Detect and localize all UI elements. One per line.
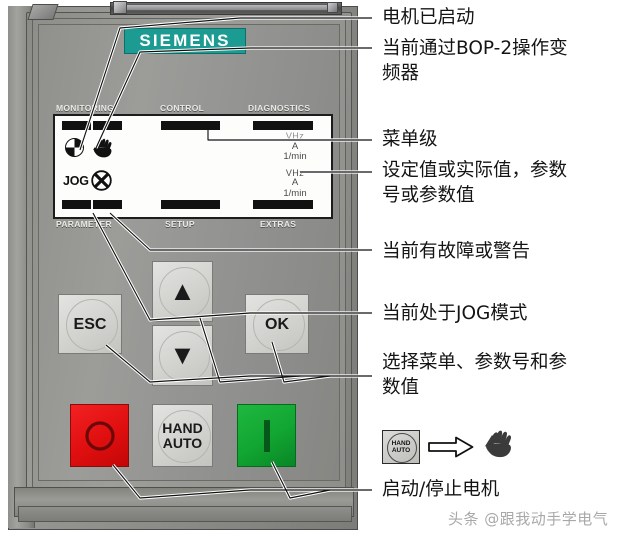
legend-hand-auto-ring (387, 433, 417, 463)
legend-hand-icon (482, 428, 516, 458)
lcd-seg-parameter-a (62, 200, 91, 209)
up-arrow-icon: ▲ (169, 276, 196, 306)
annotation-jog-mode: 当前处于JOG模式 (382, 303, 528, 324)
hand-auto-button[interactable]: HAND AUTO (152, 404, 213, 467)
device-top-connector-latch-left (113, 1, 127, 14)
annotation-select-menu: 选择菜单、参数号和参 数值 (382, 352, 568, 398)
hand-control-icon (91, 137, 115, 158)
up-arrow-button[interactable]: ▲ (152, 261, 213, 322)
lcd-units-column: VHz A 1/min VHz A 1/min (269, 131, 321, 199)
ok-button-label: OK (265, 315, 289, 333)
lcd-unit-vhz-2: VHz (285, 167, 305, 178)
device-top-left-clip (27, 4, 59, 20)
annotation-setpoint-value: 设定值或实际值，参数 号或参数值 (382, 160, 568, 206)
siemens-logo: SIEMENS (124, 28, 246, 54)
device-top-connector-insert (122, 4, 332, 11)
device-bottom-edge-lower (18, 506, 352, 522)
stop-circle-icon (84, 420, 115, 451)
hand-auto-button-ring (158, 410, 211, 463)
ok-button[interactable]: OK (245, 294, 309, 354)
hand-auto-line-2: AUTO (162, 434, 203, 451)
lcd-seg-monitoring-a (62, 121, 91, 130)
lcd-seg-monitoring-b (93, 121, 122, 130)
watermark-text: 头条 @跟我动手学电气 (448, 510, 609, 528)
annotation-motor-started: 电机已启动 (382, 7, 475, 28)
fault-warning-icon (91, 170, 112, 191)
legend-hand-auto-key: HAND AUTO (382, 430, 420, 464)
start-motor-button[interactable] (237, 404, 296, 467)
esc-button-label: ESC (73, 315, 107, 333)
menu-label-setup: SETUP (165, 219, 195, 229)
annotation-bop2-control: 当前通过BOP-2操作变 频器 (382, 38, 568, 84)
lcd-display: JOG VHz A 1/min VHz A 1/min (53, 114, 333, 219)
hand-auto-button-label: HAND AUTO (162, 419, 203, 451)
legend-hand-line-2: AUTO (391, 447, 411, 454)
lcd-seg-parameter-b (93, 200, 122, 209)
down-arrow-icon: ▼ (169, 340, 196, 370)
stop-motor-button[interactable] (70, 404, 129, 467)
menu-label-control: CONTROL (160, 103, 205, 113)
jog-mode-label: JOG (63, 174, 89, 188)
annotation-fault-warning: 当前有故障或警告 (382, 241, 531, 262)
lcd-unit-vhz-1: VHz (285, 131, 305, 141)
menu-label-monitoring: MONITORING (56, 103, 115, 113)
legend-hand-auto-label: HAND AUTO (392, 440, 411, 455)
annotation-start-stop: 启动/停止电机 (382, 479, 500, 500)
esc-button[interactable]: ESC (58, 294, 122, 354)
menu-label-parameter: PARAMETER (56, 219, 112, 229)
menu-label-extras: EXTRAS (260, 219, 297, 229)
lcd-seg-extras-bottom (253, 200, 313, 209)
lcd-seg-setup-bottom (161, 200, 220, 209)
siemens-logo-text: SIEMENS (139, 31, 231, 50)
lcd-unit-rpm-1: 1/min (283, 151, 307, 162)
down-arrow-button[interactable]: ▼ (152, 325, 213, 386)
motor-running-icon (65, 138, 84, 157)
lcd-unit-rpm-2: 1/min (283, 187, 307, 199)
hand-auto-line-1: HAND (162, 419, 203, 436)
annotation-menu-level: 菜单级 (382, 129, 438, 150)
lcd-seg-control-top (161, 121, 220, 130)
lcd-seg-diagnostics-top (253, 121, 313, 130)
menu-label-diagnostics: DIAGNOSTICS (248, 103, 311, 113)
legend-arrow-icon (428, 436, 474, 458)
start-bar-icon (263, 419, 270, 452)
device-top-connector-latch-right (327, 2, 338, 13)
lcd-unit-a-2: A (291, 177, 299, 188)
legend-hand-line-1: HAND (391, 439, 411, 447)
